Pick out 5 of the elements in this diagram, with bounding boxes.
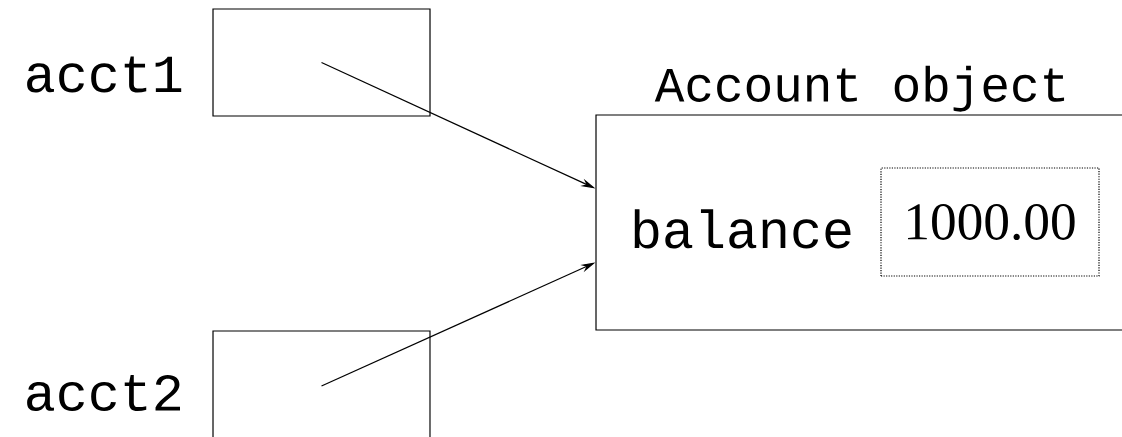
value-box: 1000.00 [880,167,1100,277]
object-title: Account object [654,65,1065,112]
field-name: balance [634,209,851,249]
variable-name: acct2 [27,374,180,412]
variable-name: acct1 [27,56,182,93]
